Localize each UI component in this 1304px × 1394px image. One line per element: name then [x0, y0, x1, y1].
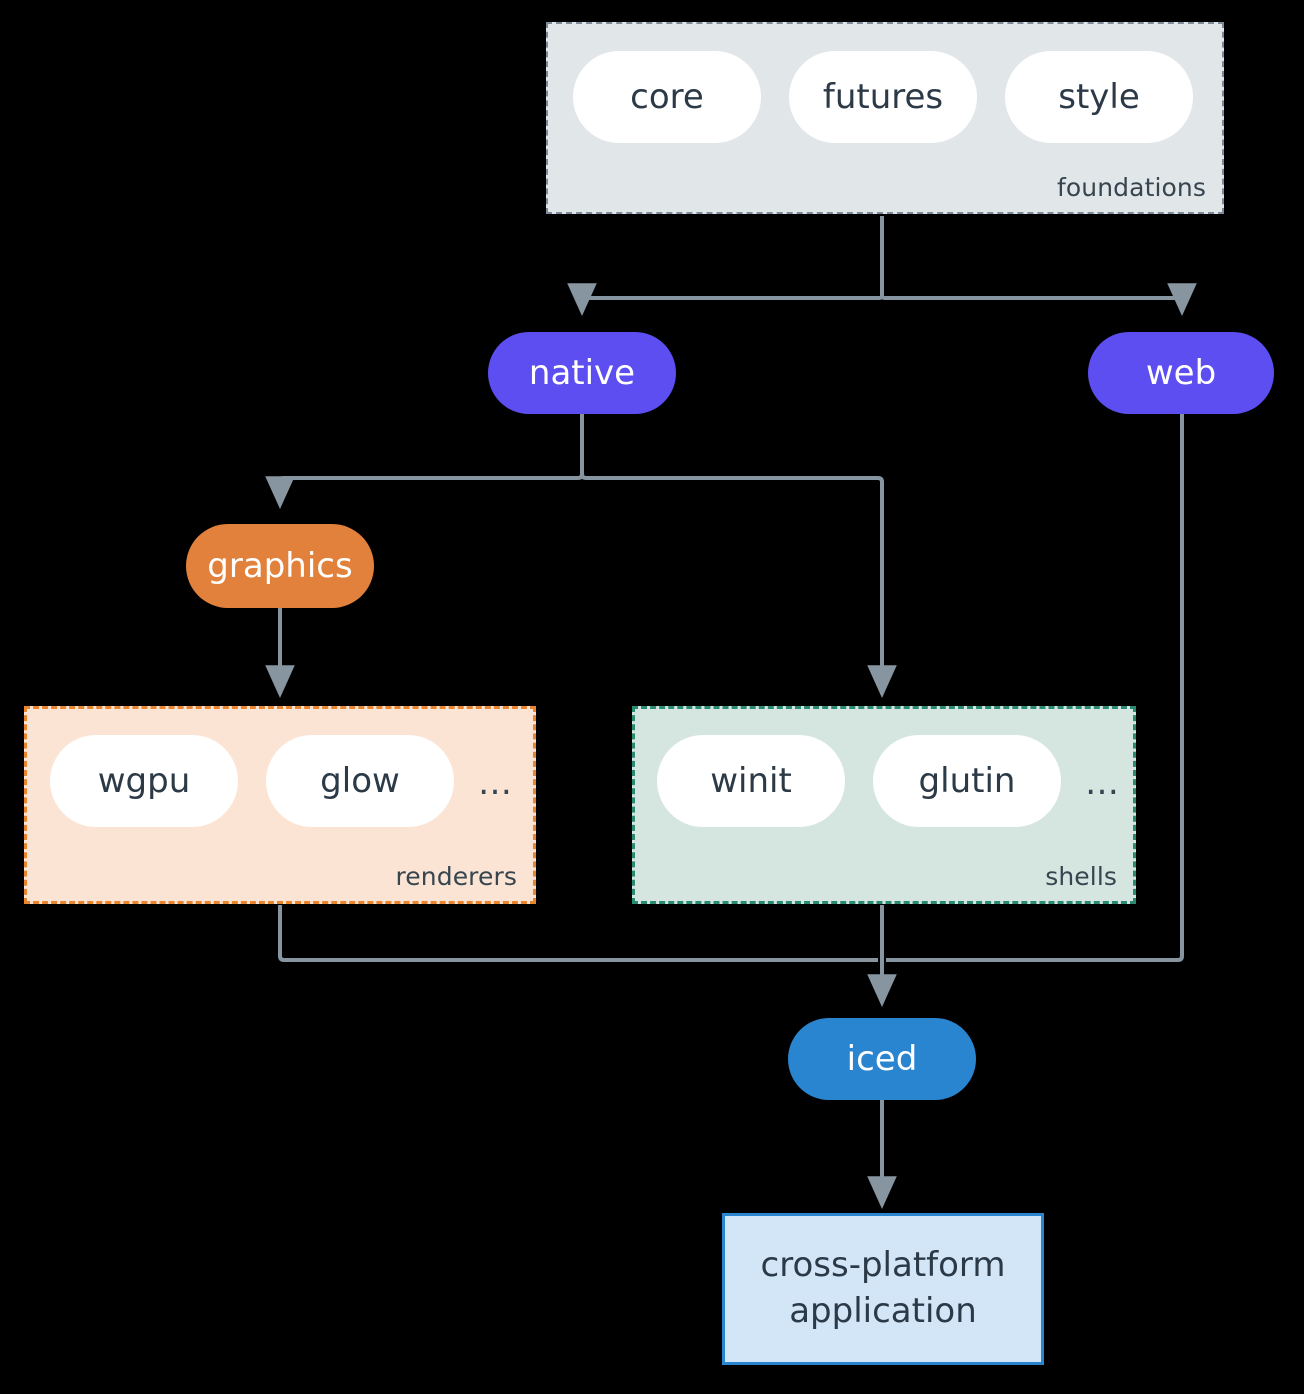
node-graphics[interactable]: graphics [186, 524, 374, 608]
node-renderers-more-label: … [478, 763, 513, 803]
node-web-label: web [1145, 353, 1217, 393]
node-glow-label: glow [320, 761, 400, 801]
cluster-label-foundations: foundations [1057, 173, 1206, 202]
node-shells-more-label: … [1085, 763, 1120, 803]
node-winit-label: winit [710, 761, 792, 801]
node-style-label: style [1058, 77, 1140, 117]
node-native[interactable]: native [488, 332, 676, 414]
node-renderers-more: … [478, 766, 513, 800]
node-glow[interactable]: glow [266, 735, 454, 827]
node-core-label: core [630, 77, 704, 117]
node-application[interactable]: cross-platform application [722, 1213, 1044, 1365]
node-application-label-line1: cross-platform [760, 1245, 1006, 1286]
node-futures-label: futures [822, 77, 944, 117]
node-wgpu-label: wgpu [97, 761, 191, 801]
node-iced[interactable]: iced [788, 1018, 976, 1100]
node-glutin-label: glutin [918, 761, 1016, 801]
cluster-label-shells: shells [1045, 862, 1117, 891]
edge-foundations-to-web [880, 283, 1197, 317]
edge-renderers-to-iced [278, 905, 878, 962]
node-web[interactable]: web [1088, 332, 1274, 414]
node-native-label: native [528, 353, 636, 393]
node-winit[interactable]: winit [657, 735, 845, 827]
node-core[interactable]: core [573, 51, 761, 143]
edge-foundations-to-native [567, 283, 884, 317]
node-wgpu[interactable]: wgpu [50, 735, 238, 827]
node-iced-label: iced [846, 1039, 918, 1079]
node-shells-more: … [1085, 766, 1120, 800]
node-glutin[interactable]: glutin [873, 735, 1061, 827]
edge-native-to-graphics [265, 473, 584, 510]
node-futures[interactable]: futures [789, 51, 977, 143]
node-style[interactable]: style [1005, 51, 1193, 143]
edge-native-to-shells [580, 473, 897, 699]
node-graphics-label: graphics [207, 546, 353, 586]
node-application-label-line2: application [789, 1291, 977, 1331]
cluster-label-renderers: renderers [395, 862, 517, 891]
